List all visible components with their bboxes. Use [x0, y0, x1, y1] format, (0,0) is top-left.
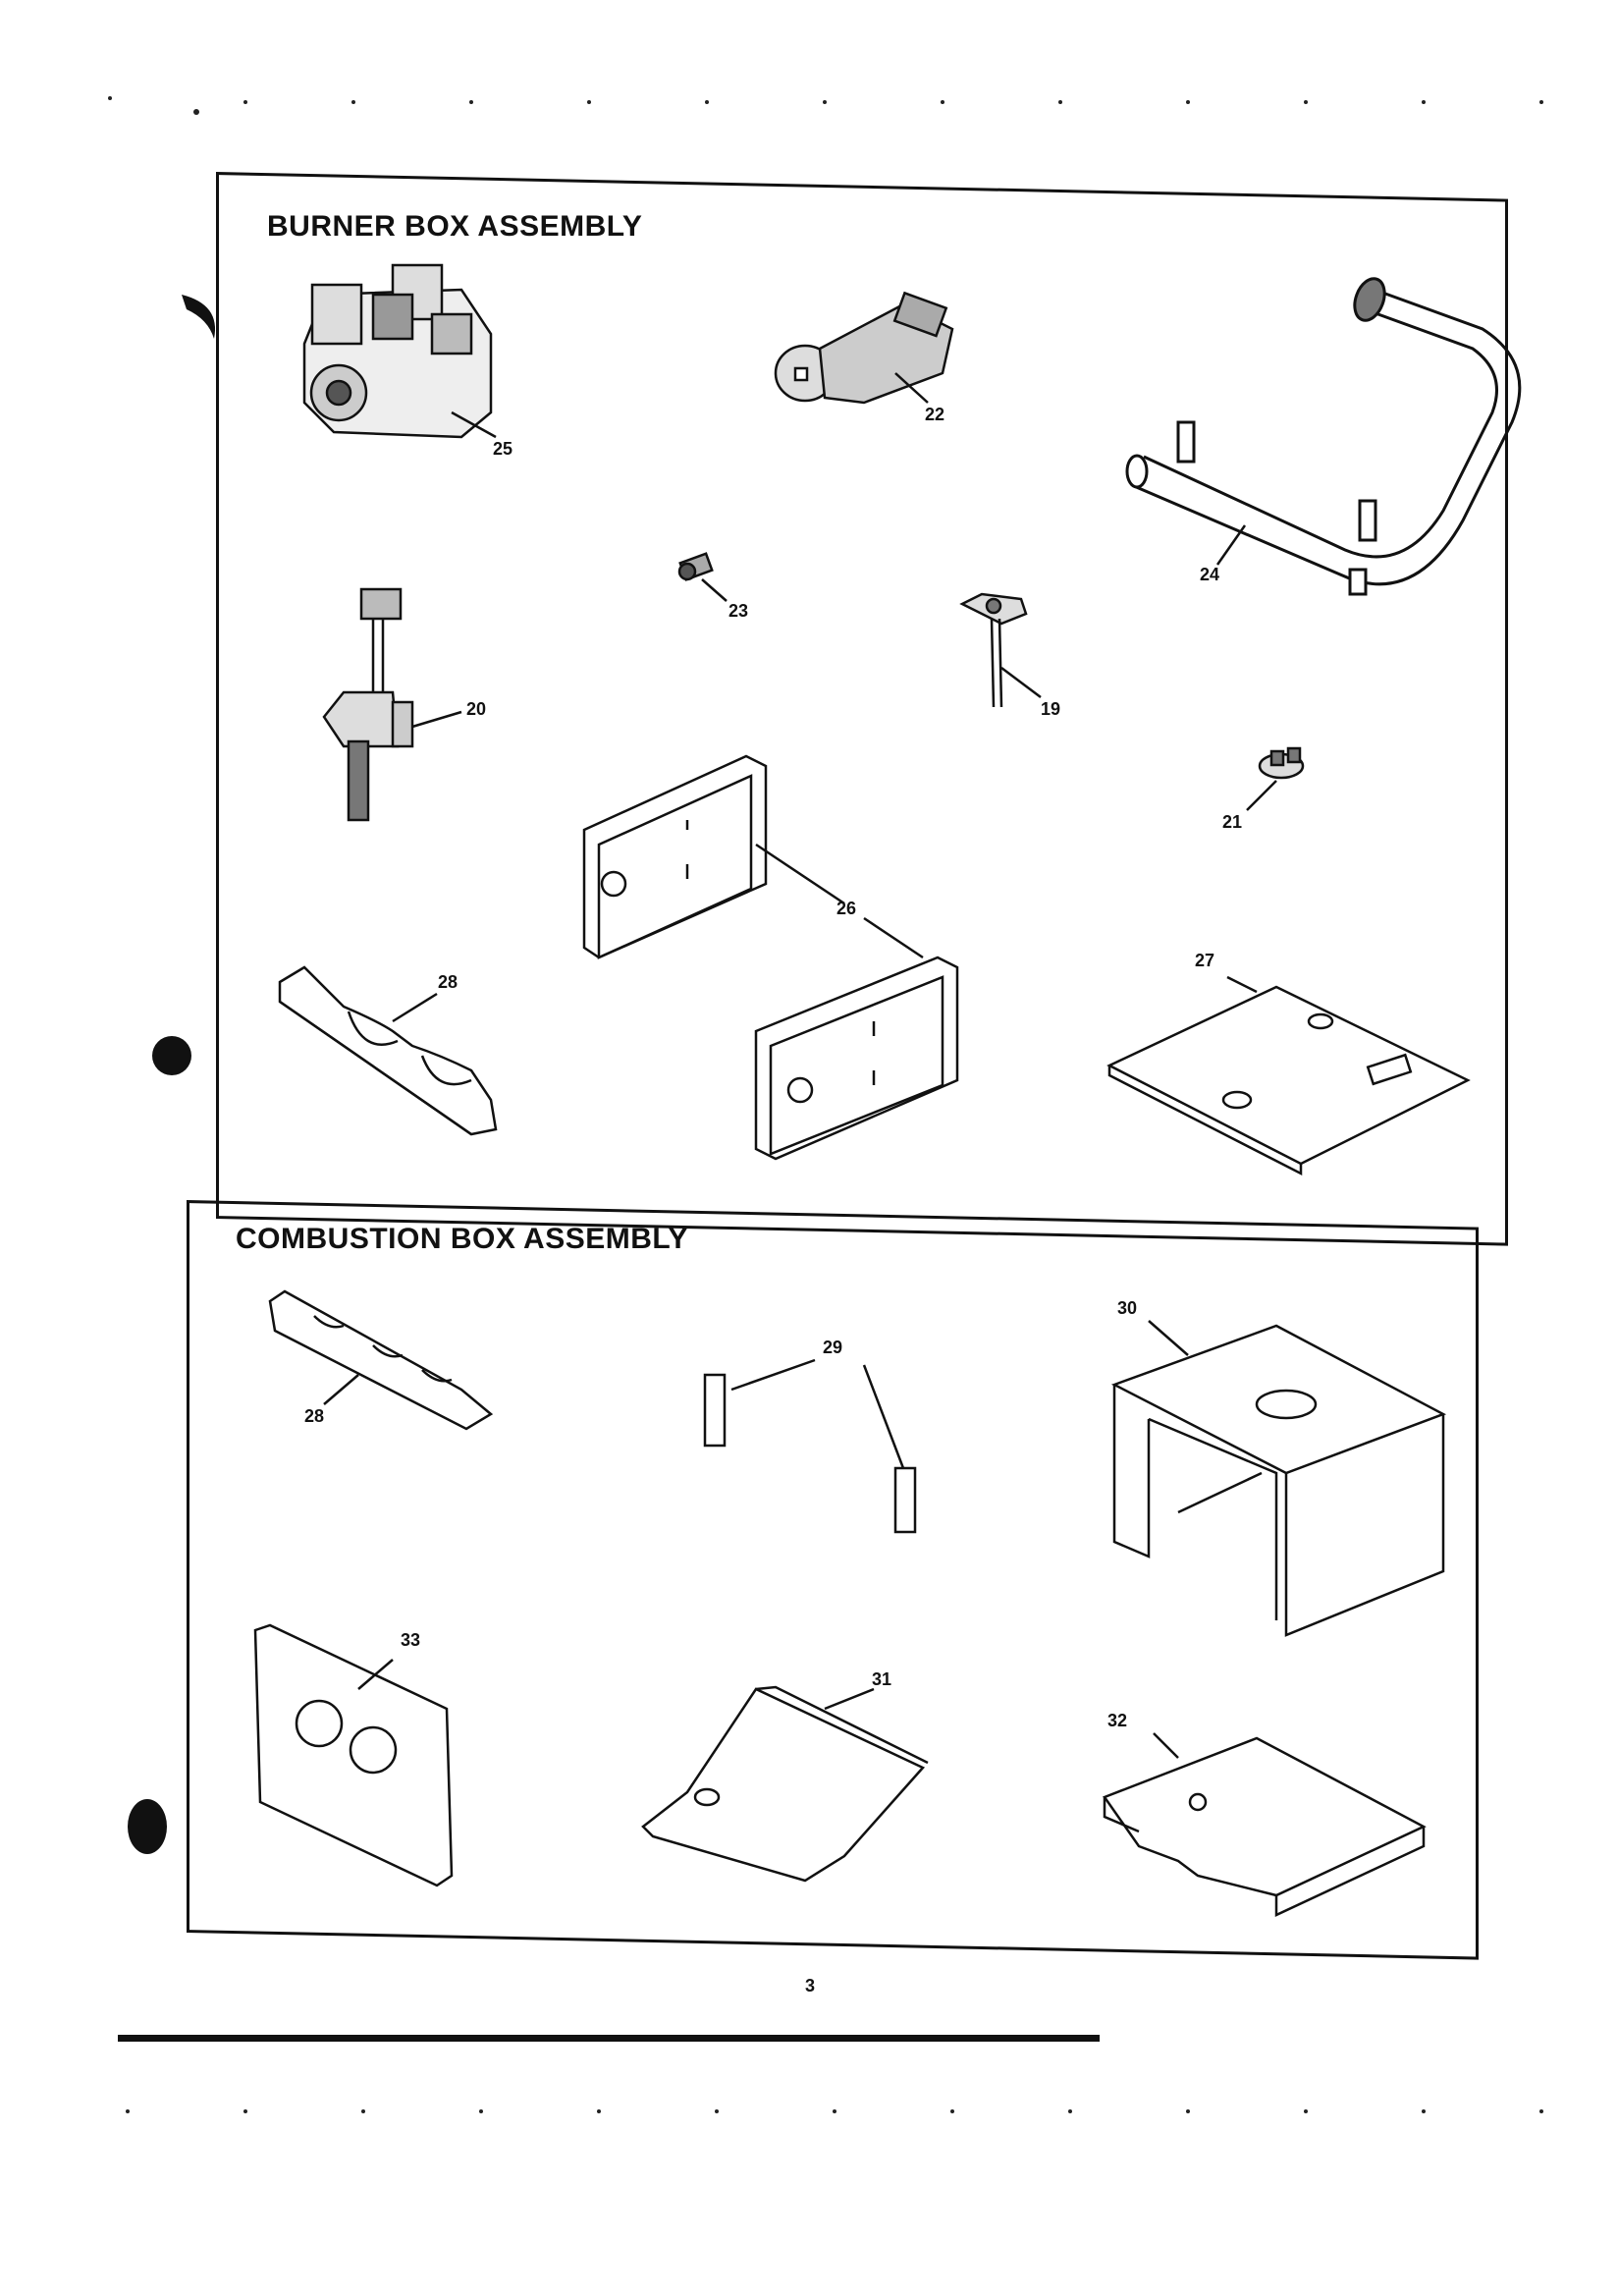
- callout-23: 23: [728, 601, 749, 621]
- callout-22: 22: [925, 405, 945, 424]
- combustion-box-part: [1110, 1324, 1447, 1637]
- page-number: 3: [805, 1976, 816, 1995]
- callout-30: 30: [1117, 1298, 1138, 1318]
- fitting-part: [677, 552, 714, 581]
- callout-24: 24: [1200, 565, 1220, 584]
- burner-box-title: BURNER BOX ASSEMBLY: [267, 210, 643, 243]
- gas-valve-part: [302, 263, 493, 439]
- sensor-probe-part: [959, 592, 1028, 708]
- binder-hole-middle: [152, 1036, 191, 1075]
- callout-33: 33: [401, 1630, 421, 1650]
- callout-25: 25: [493, 439, 513, 459]
- callout-29: 29: [823, 1338, 843, 1357]
- scan-dots-bottom: [118, 2102, 1591, 2124]
- base-tray-part: [1103, 1736, 1427, 1917]
- callout-26: 26: [836, 899, 857, 918]
- limit-switch-part: [1258, 746, 1305, 780]
- base-plate-part: [1106, 985, 1471, 1176]
- flame-rod-part: [322, 587, 414, 822]
- scan-dots-top-graphic: [108, 96, 1543, 115]
- igniter-part: [774, 291, 954, 405]
- side-panel-top-part: [582, 754, 768, 959]
- binder-mark-top: [182, 295, 216, 339]
- front-panel-part: [253, 1623, 454, 1887]
- callout-19: 19: [1041, 699, 1061, 719]
- callout-28-burner: 28: [438, 972, 458, 992]
- scan-dots-bottom-graphic: [126, 2109, 1543, 2113]
- callout-28-combustion: 28: [304, 1406, 325, 1426]
- callout-21: 21: [1222, 812, 1243, 832]
- callout-31: 31: [872, 1669, 892, 1689]
- side-panel-bottom-part: [754, 956, 959, 1161]
- footer-rule: [118, 2035, 1100, 2042]
- callout-20: 20: [466, 699, 487, 719]
- floor-pan-part: [641, 1685, 929, 1883]
- scan-dots-top: [98, 90, 1591, 123]
- callout-27: 27: [1195, 951, 1215, 970]
- callout-32: 32: [1107, 1711, 1128, 1730]
- small-bracket-part: [703, 1373, 917, 1534]
- burner-bracket-part: [278, 965, 498, 1136]
- combustion-box-title: COMBUSTION BOX ASSEMBLY: [236, 1223, 688, 1255]
- burner-tube-part: [1125, 277, 1522, 596]
- binder-hole-bottom: [128, 1799, 167, 1854]
- combustion-bracket-part: [268, 1289, 494, 1431]
